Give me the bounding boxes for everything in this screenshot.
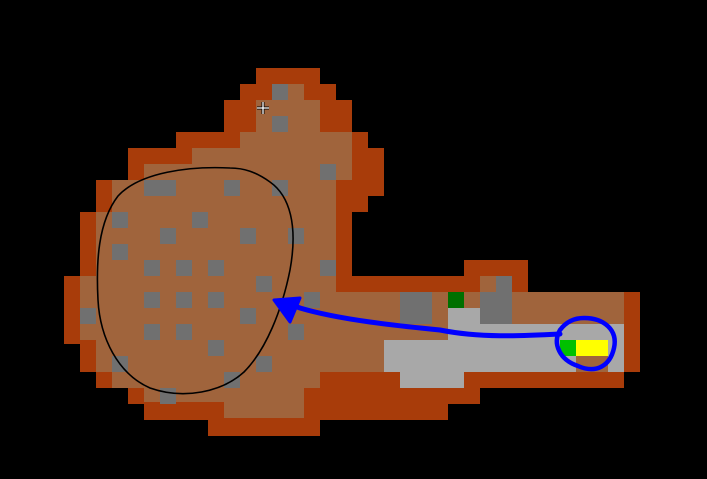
bright-green-tile — [560, 340, 576, 356]
blue-circle-icon — [554, 315, 617, 372]
yellow-player-tile — [576, 340, 608, 356]
blue-arrow-icon — [281, 299, 563, 339]
black-loop-icon — [96, 166, 294, 395]
crosshair-icon — [257, 102, 269, 114]
route-arrowhead — [272, 296, 302, 324]
green-item-tile — [448, 292, 464, 308]
